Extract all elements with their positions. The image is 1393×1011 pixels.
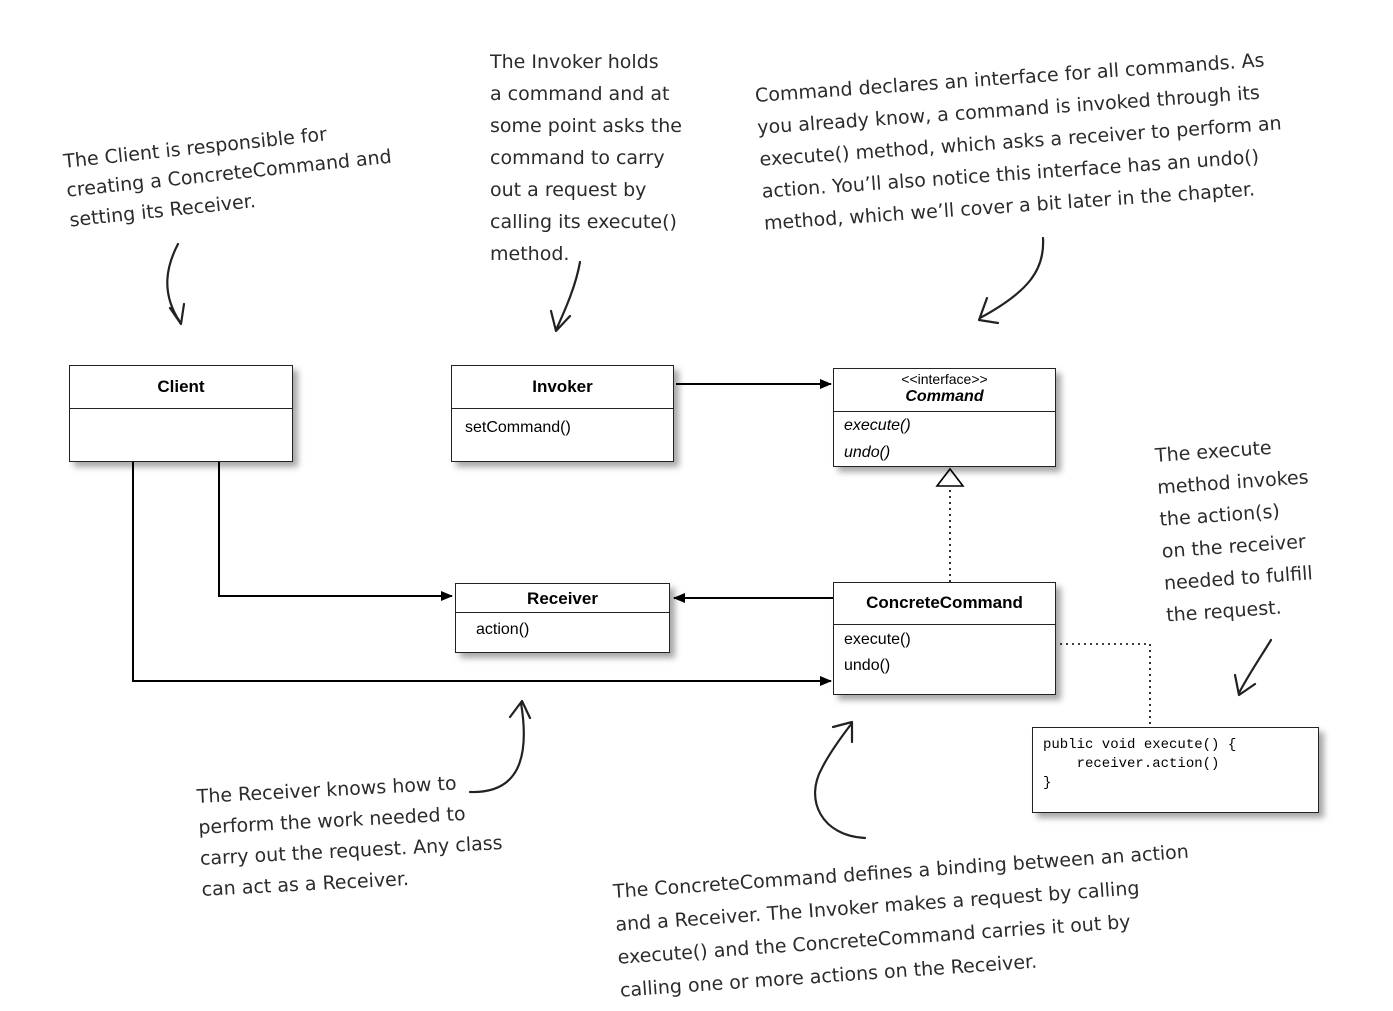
execute-annotation: The execute method invokes the action(s)… xyxy=(1154,429,1319,631)
client-class-name: Client xyxy=(70,366,292,409)
concretecommand-method: undo() xyxy=(844,657,891,674)
command-interface-box: <<interface>> Command execute() undo() xyxy=(833,368,1056,467)
invoker-method: setCommand() xyxy=(465,419,571,436)
concretecommand-method: execute() xyxy=(844,631,911,648)
invoker-note-line: some point asks the xyxy=(490,115,682,137)
client-class-box: Client xyxy=(69,365,293,462)
command-note-arrow xyxy=(977,236,1045,325)
concretecommand-methods: execute() undo() xyxy=(834,625,1055,685)
invoker-note-line: out a request by xyxy=(490,179,647,201)
code-line: } xyxy=(1043,775,1052,791)
receiver-class-name: Receiver xyxy=(456,584,669,613)
invoker-note-line: calling its execute() xyxy=(490,211,677,233)
execute-note-arrow xyxy=(1233,638,1273,697)
command-method: execute() xyxy=(844,417,911,434)
concretecommand-class-box: ConcreteCommand execute() undo() xyxy=(833,582,1056,695)
concretecommand-class-name: ConcreteCommand xyxy=(834,583,1055,625)
invoker-note-line: a command and at xyxy=(490,83,670,105)
invoker-methods: setCommand() xyxy=(452,409,673,447)
realization-triangle xyxy=(935,467,965,487)
interface-stereotype: <<interface>> xyxy=(901,371,988,387)
invoker-class-name: Invoker xyxy=(452,366,673,409)
concrete-note-arrow xyxy=(813,720,867,840)
receiver-methods: action() xyxy=(456,613,669,647)
command-header: <<interface>> Command xyxy=(834,369,1055,412)
command-interface-name: Command xyxy=(905,388,984,405)
invoker-class-box: Invoker setCommand() xyxy=(451,365,674,462)
client-note-arrow xyxy=(166,242,186,326)
receiver-annotation: The Receiver knows how to perform the wo… xyxy=(196,766,505,906)
invoker-note-line: The Invoker holds xyxy=(490,51,659,73)
command-method: undo() xyxy=(844,444,891,461)
invoker-annotation: The Invoker holds a command and at some … xyxy=(490,46,682,270)
execute-code-note: public void execute() { receiver.action(… xyxy=(1032,727,1319,813)
receiver-note-arrow xyxy=(468,699,532,794)
association-client-receiver xyxy=(218,462,453,601)
invoker-note-line: command to carry xyxy=(490,147,665,169)
code-line: public void execute() { xyxy=(1043,737,1237,753)
receiver-class-box: Receiver action() xyxy=(455,583,670,653)
invoker-note-arrow xyxy=(549,260,582,333)
association-client-concretecommand xyxy=(132,462,832,686)
code-line: receiver.action() xyxy=(1043,756,1220,772)
invoker-note-line: method. xyxy=(490,243,570,265)
command-methods: execute() undo() xyxy=(834,412,1055,472)
receiver-method: action() xyxy=(476,621,530,638)
